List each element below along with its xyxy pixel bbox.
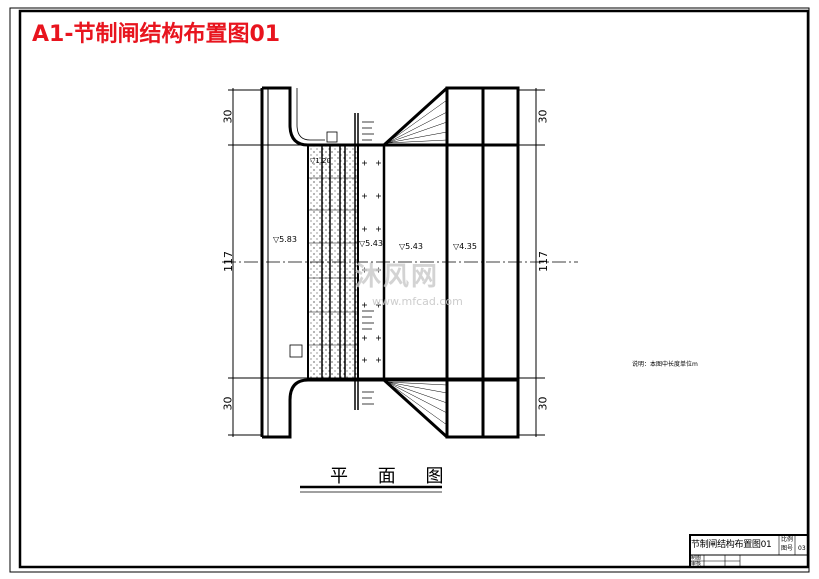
- elevation-label: ▽5.43: [399, 242, 423, 251]
- dimension-label: 30: [221, 109, 235, 124]
- note-text: 说明：本图中长度单位m: [632, 361, 698, 368]
- title-block-name: 节制闸结构布置图01: [691, 540, 772, 550]
- title-block-checked-label: 审核: [691, 561, 702, 567]
- dimension-label: 30: [536, 109, 550, 124]
- plan-view-label: 平 面 图: [330, 466, 456, 487]
- dimension-label: 30: [221, 396, 235, 411]
- title-block-drawing-no-label: 图号: [781, 545, 794, 552]
- watermark-url: www.mfcad.com: [372, 295, 463, 308]
- elevation-label: ▽5.83: [273, 235, 297, 244]
- dimension-label: 117: [537, 251, 550, 272]
- title-block-scale-label: 比例: [781, 536, 794, 543]
- drawing-title: A1-节制闸结构布置图01: [28, 16, 285, 48]
- title-block-drawing-no: 03: [798, 545, 806, 552]
- inner-frame: [18, 9, 810, 569]
- dimension-label: 30: [536, 396, 550, 411]
- elevation-label: ▽1.20: [310, 157, 331, 165]
- watermark-logo: 沐风网: [355, 262, 440, 292]
- elevation-label: ▽5.43: [359, 239, 383, 248]
- title-block-designed-label: 制图: [691, 555, 702, 561]
- title-block-frame: [689, 534, 809, 568]
- plan-view: [222, 86, 578, 439]
- elevation-label: ▽4.35: [453, 242, 477, 251]
- dimension-label: 117: [222, 251, 235, 272]
- plus-marks: [362, 160, 381, 363]
